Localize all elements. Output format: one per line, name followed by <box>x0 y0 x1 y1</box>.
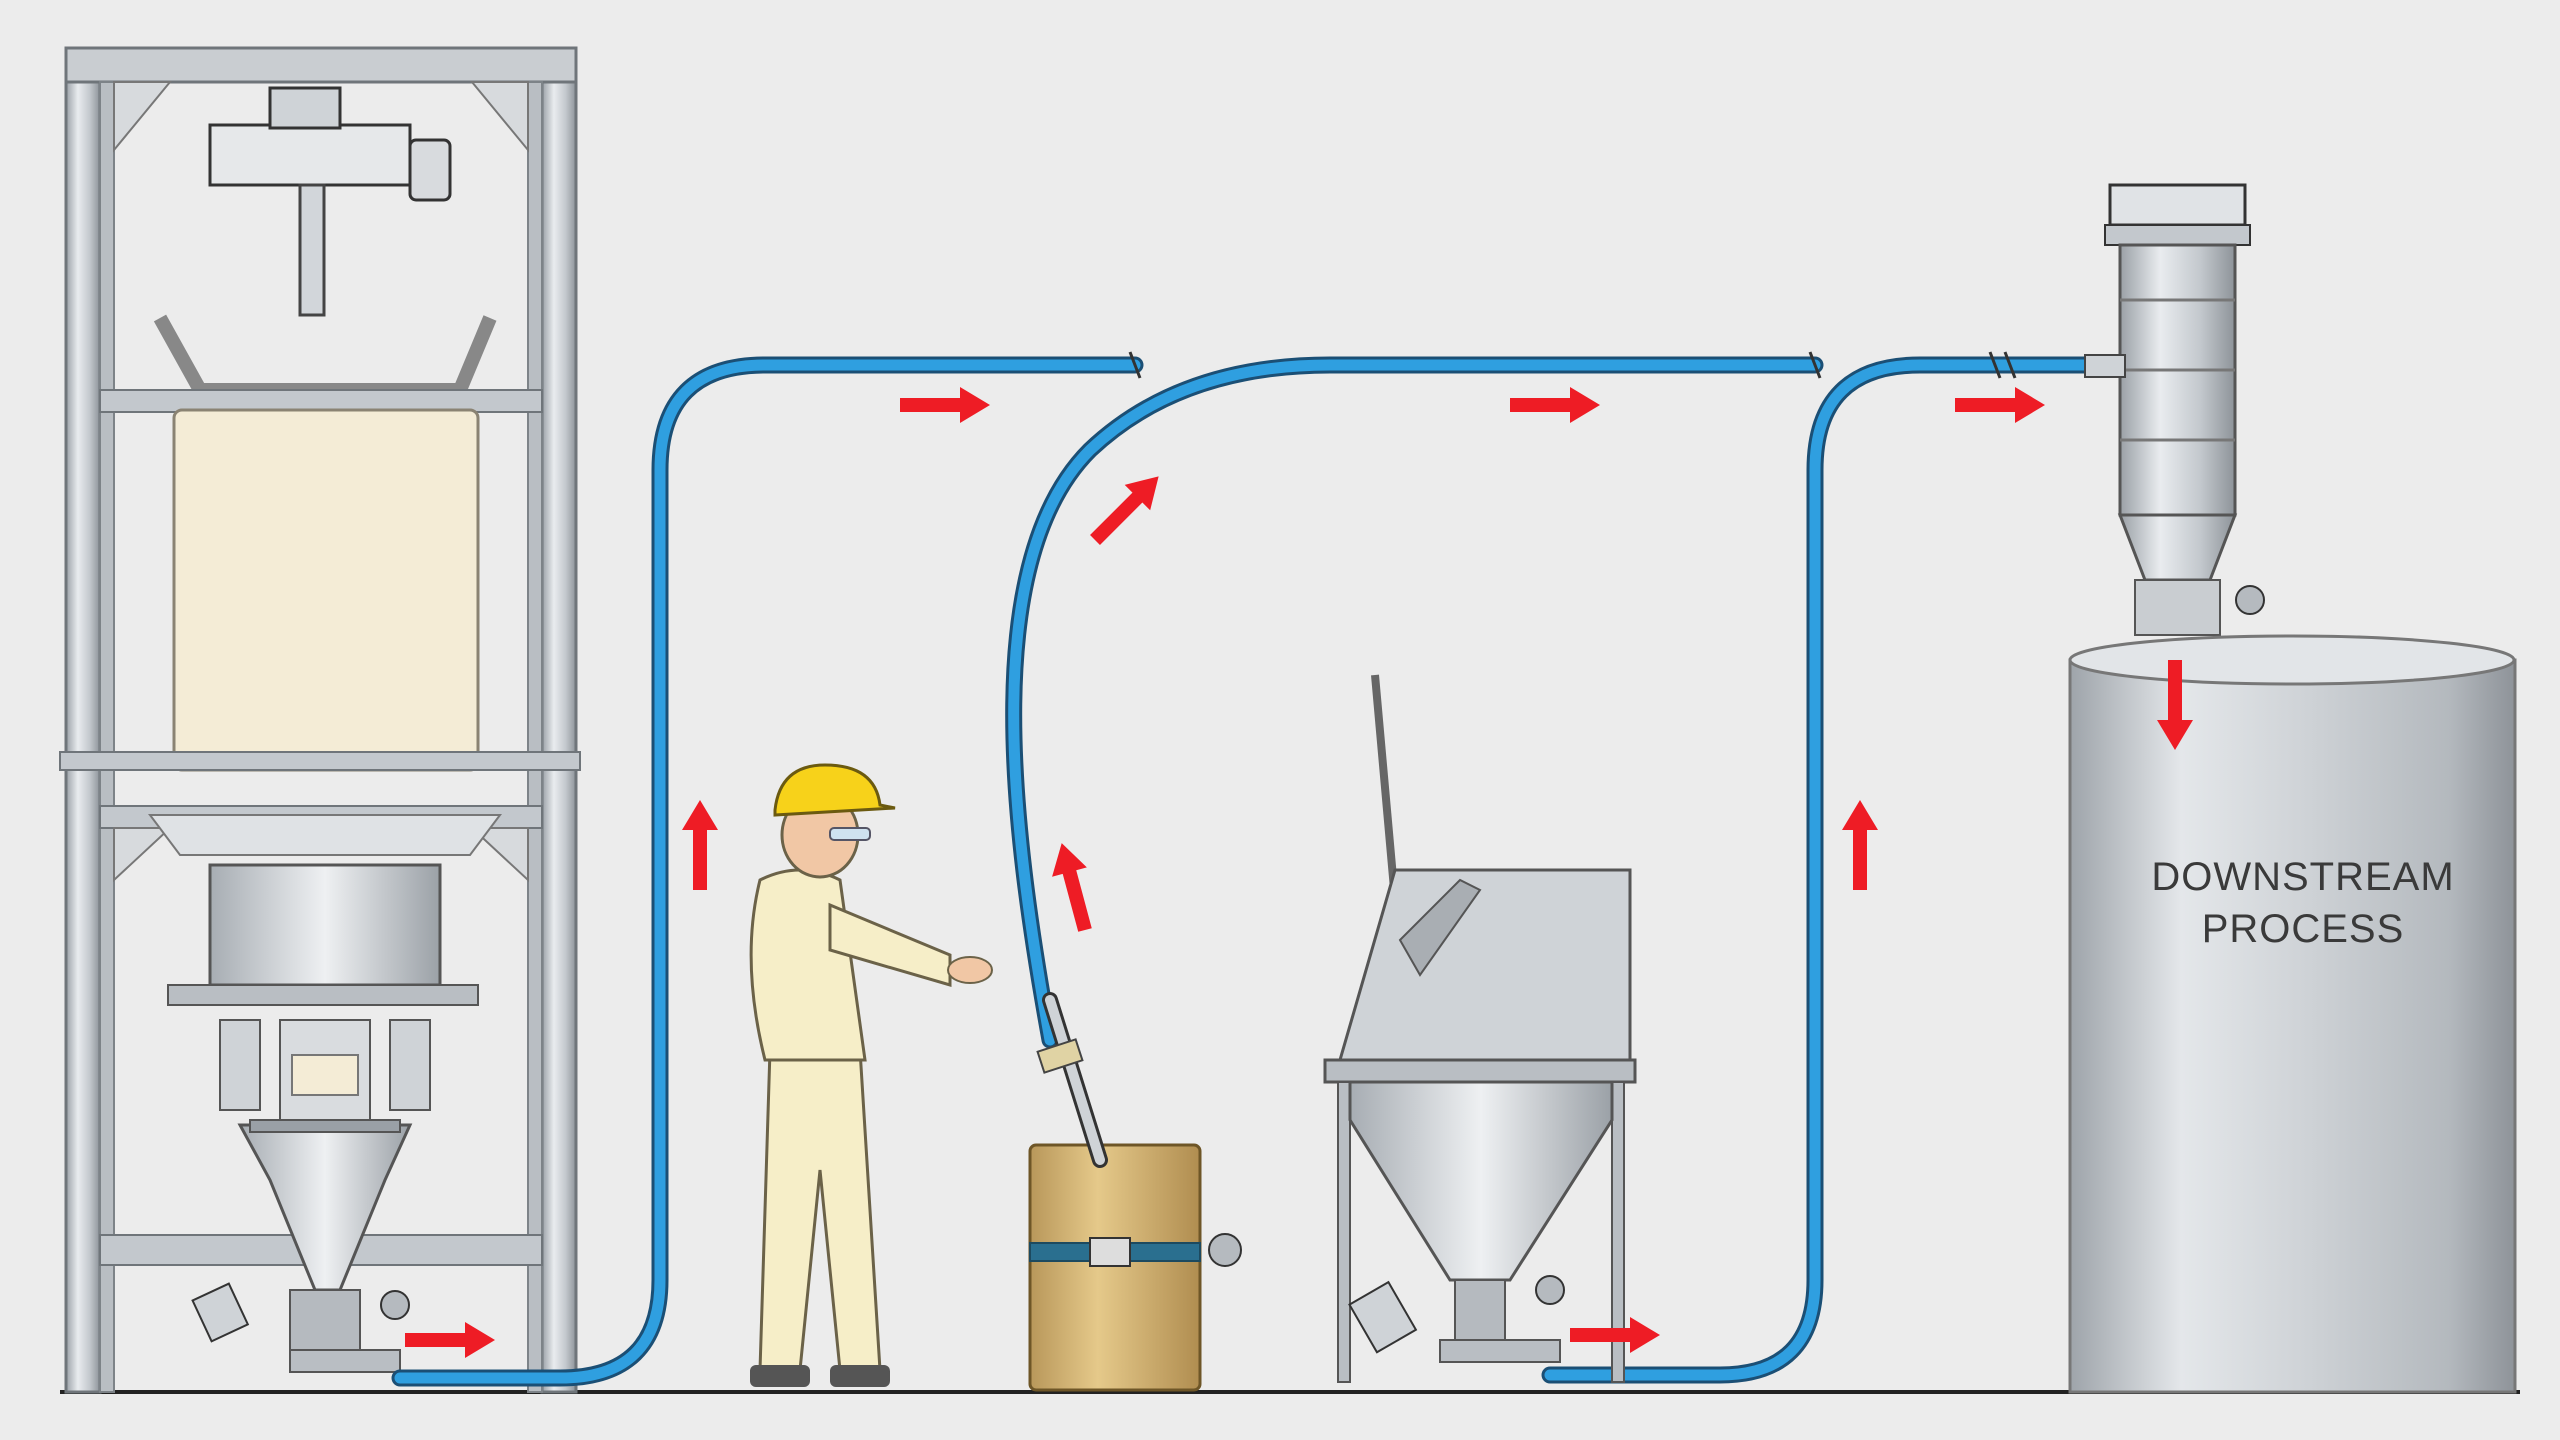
vacuum-receiver <box>2084 183 2265 636</box>
drum-unloading-station <box>1028 992 1242 1392</box>
red-arrow-icon <box>1955 387 2045 423</box>
bulk-bag <box>172 408 480 772</box>
downstream-process-tank: DOWNSTREAM PROCESS <box>2068 634 2517 1394</box>
red-arrow-icon <box>1090 476 1159 545</box>
fiber-drum <box>1028 1143 1202 1392</box>
red-arrow-icon <box>1510 387 1600 423</box>
worker-figure <box>749 763 993 1387</box>
bag-dump-station <box>1323 674 1637 1383</box>
red-arrow-icon <box>1842 800 1878 890</box>
process-label-line1: DOWNSTREAM <box>2151 855 2454 899</box>
red-arrow-icon <box>1570 1317 1660 1353</box>
hard-hat <box>773 763 896 817</box>
red-arrow-icon <box>900 387 990 423</box>
conveying-line-3 <box>1541 356 2109 1384</box>
conveying-lines <box>391 356 2109 1387</box>
red-arrow-icon <box>682 800 718 890</box>
bulk-bag-unloader <box>59 46 581 1394</box>
red-arrow-icon <box>405 1322 495 1358</box>
red-arrow-icon <box>1052 843 1092 932</box>
process-label-line2: PROCESS <box>2202 907 2405 951</box>
line-break-marks <box>1128 351 2017 379</box>
red-arrow-icon <box>2157 660 2193 750</box>
flow-arrows <box>405 387 2193 1358</box>
